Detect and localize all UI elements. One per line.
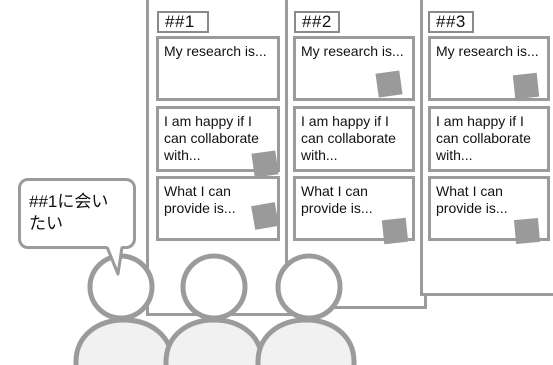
poster-3-collaborate-text: I am happy if I can collaborate with... [436, 113, 531, 163]
poster-1-research-card: My research is... [156, 36, 280, 101]
attendee-2 [163, 253, 265, 365]
attendee-3-body [255, 317, 357, 365]
poster-board-1-title: ##1 [157, 11, 209, 33]
poster-1-collaborate-card: I am happy if I can collaborate with... [156, 106, 280, 172]
poster-2-research-text: My research is... [301, 43, 404, 59]
poster-2-collaborate-text: I am happy if I can collaborate with... [301, 113, 396, 163]
poster-2-provide-card: What I can provide is... [293, 176, 415, 241]
poster-2-collaborate-card: I am happy if I can collaborate with... [293, 106, 415, 172]
poster-3-research-text: My research is... [436, 43, 539, 59]
poster-board-2-title: ##2 [294, 11, 340, 33]
attendee-2-body [163, 317, 265, 365]
poster-1-research-text: My research is... [164, 43, 267, 59]
poster-3-provide-text: What I can provide is... [436, 183, 508, 216]
attendee-2-head [180, 253, 248, 321]
poster-board-3-title: ##3 [428, 11, 474, 33]
poster-1-provide-text: What I can provide is... [164, 183, 236, 216]
attendee-3 [255, 253, 357, 365]
poster-3-research-card: My research is... [428, 36, 550, 101]
poster-3-collaborate-card: I am happy if I can collaborate with... [428, 106, 550, 172]
attendee-3-head [275, 253, 343, 321]
poster-2-provide-text: What I can provide is... [301, 183, 373, 216]
attendee-1-body [73, 317, 175, 365]
speech-bubble-tail [105, 244, 124, 276]
speech-bubble: ##1に会い たい [18, 178, 136, 249]
poster-1-collaborate-text: I am happy if I can collaborate with... [164, 113, 259, 163]
poster-1-provide-card: What I can provide is... [156, 176, 280, 241]
